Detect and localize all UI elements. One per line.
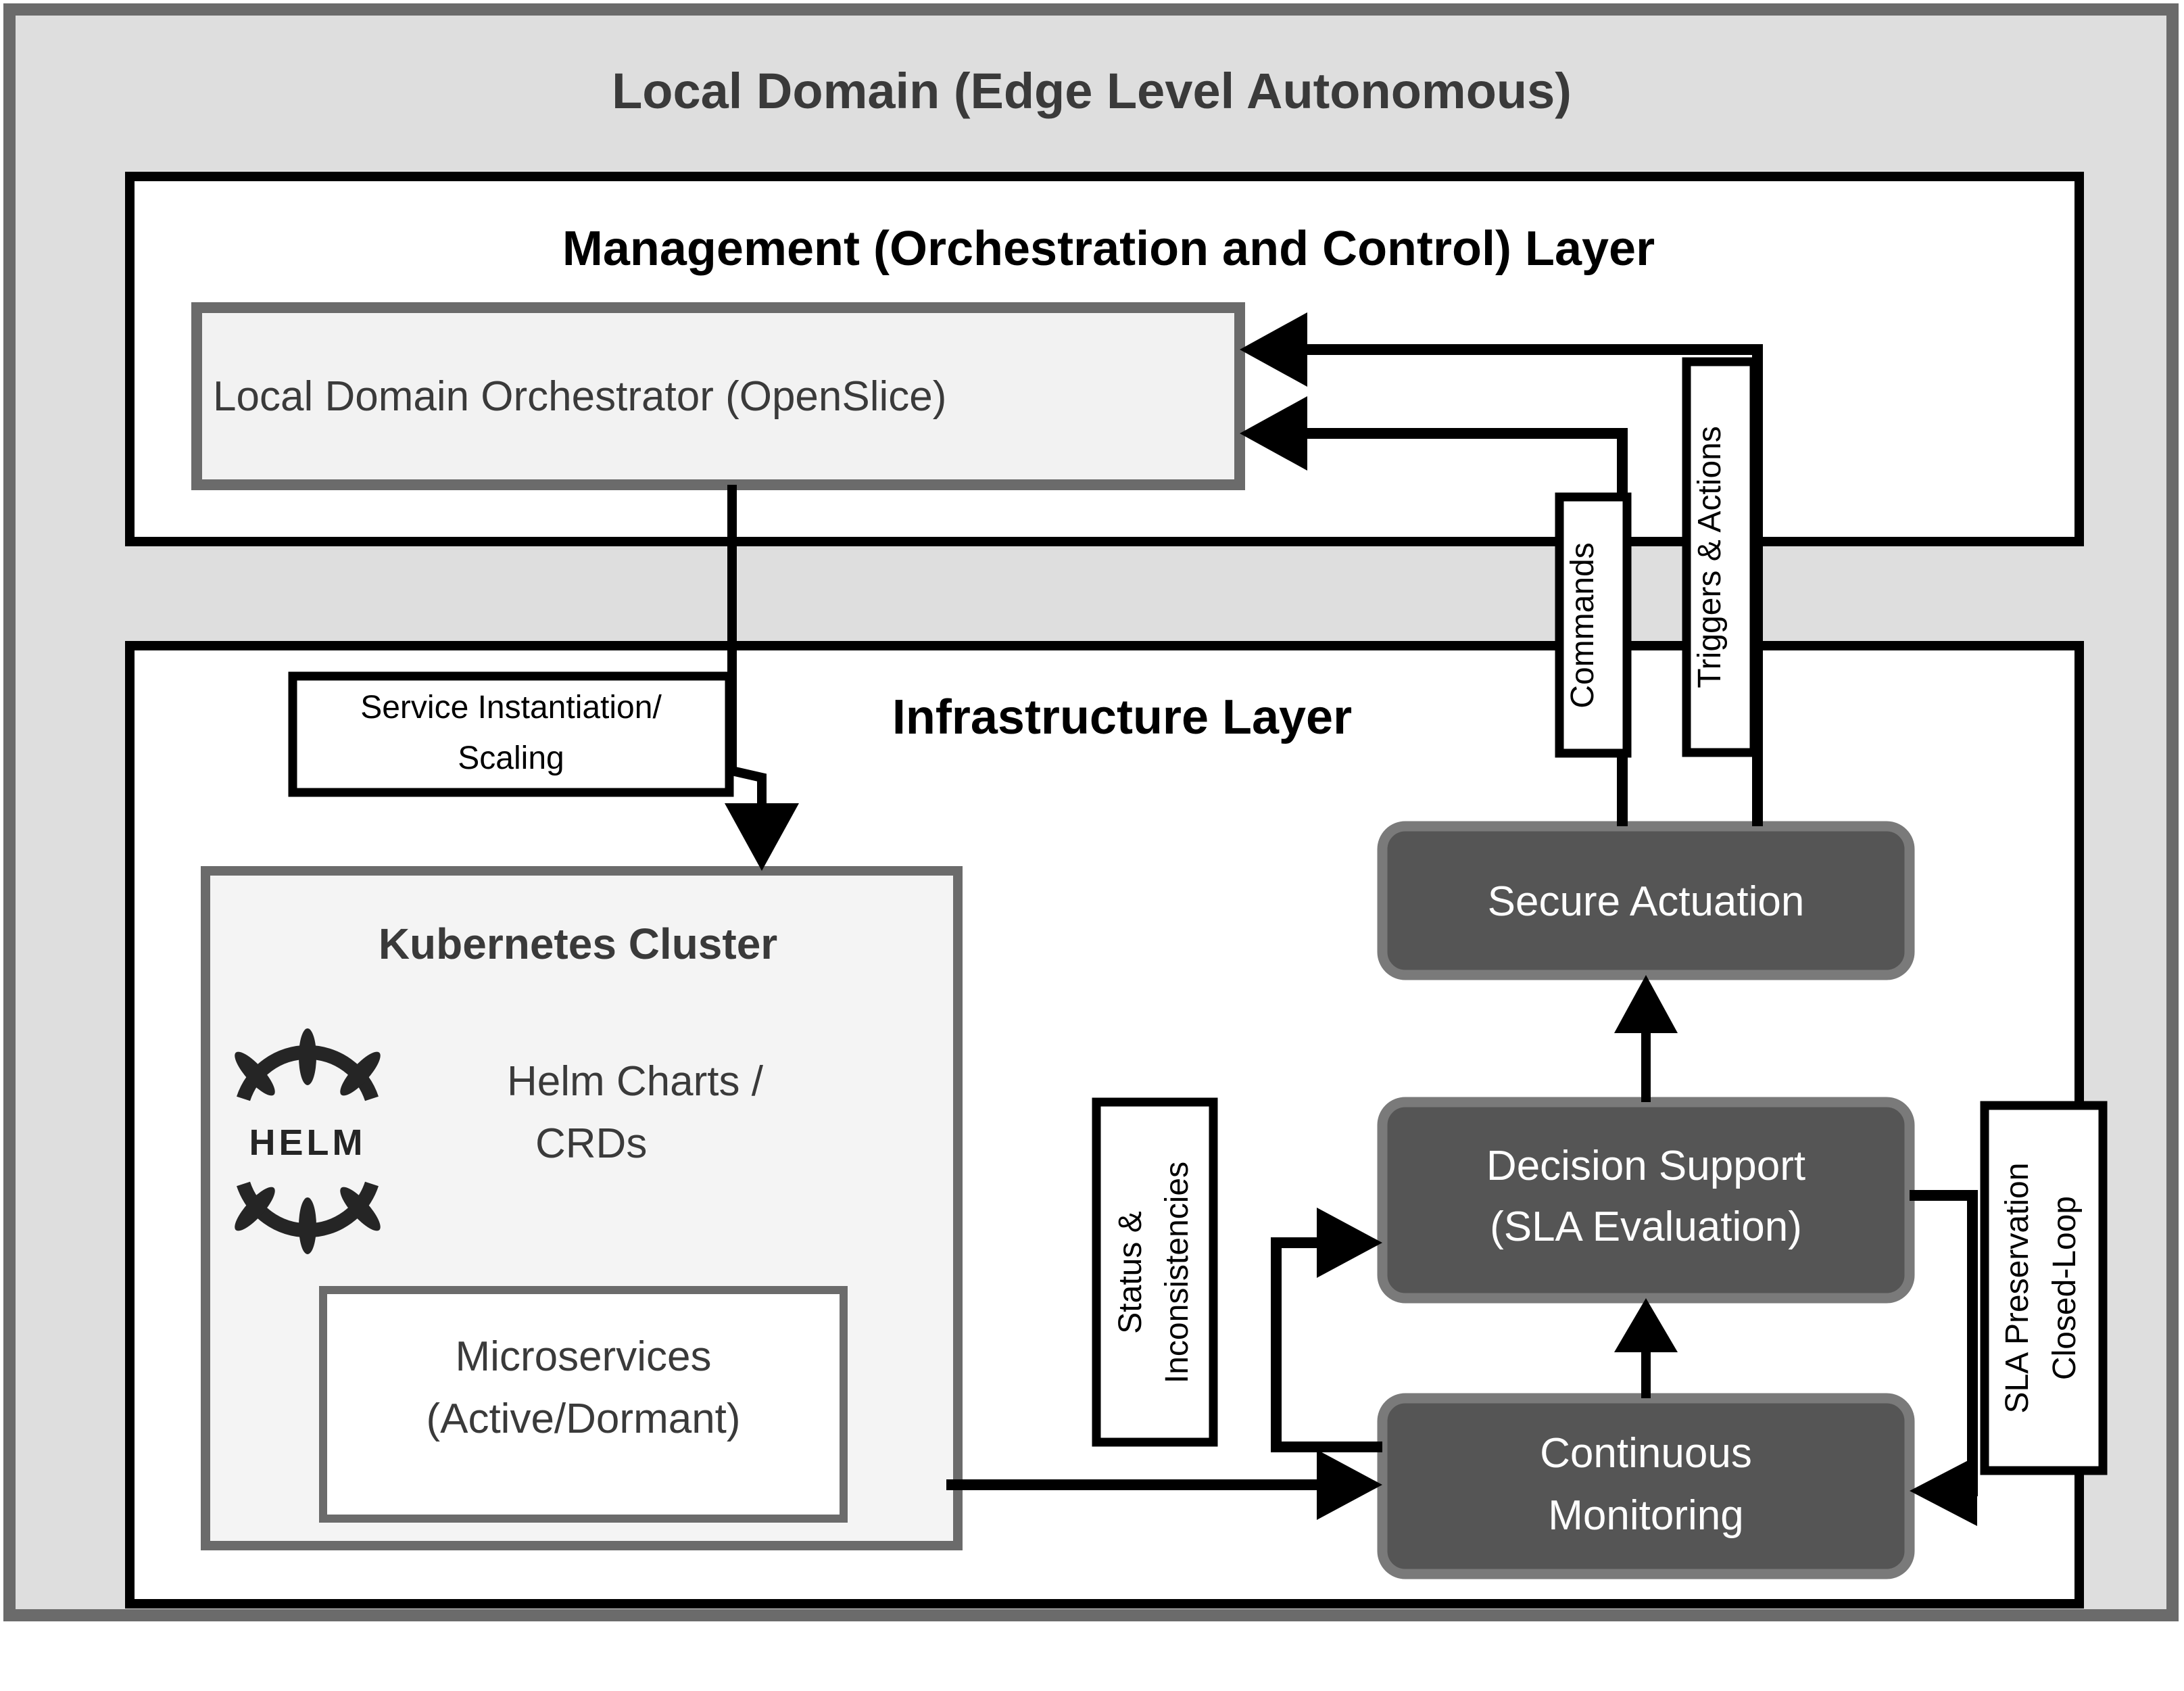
edge-orchestrator-to-cluster-arrowhead bbox=[725, 803, 799, 871]
helm-charts-label-line1: Helm Charts / bbox=[507, 1058, 764, 1105]
node-continuous-monitoring-label-line1: Continuous bbox=[1540, 1430, 1752, 1477]
node-microservices-label-line1: Microservices bbox=[456, 1333, 712, 1380]
node-decision-support-label-line2: (SLA Evaluation) bbox=[1490, 1204, 1802, 1250]
edge-label-status-line2: Inconsistencies bbox=[1159, 1162, 1195, 1383]
node-decision-support[interactable] bbox=[1377, 1097, 1915, 1304]
edge-label-commands-box bbox=[1555, 492, 1632, 758]
edge-label-triggers-actions-box bbox=[1682, 357, 1759, 757]
edge-monitoring-to-decision-arrowhead bbox=[1614, 1298, 1678, 1352]
edge-status-inconsistencies-arrowhead bbox=[1317, 1208, 1382, 1278]
edge-label-service-instantiation-line1: Service Instantiation/ bbox=[360, 690, 662, 725]
edge-label-service-instantiation-box bbox=[288, 671, 734, 797]
node-local-domain-orchestrator-label: Local Domain Orchestrator (OpenSlice) bbox=[213, 373, 946, 420]
edge-label-status-line1: Status & bbox=[1113, 1211, 1148, 1333]
local-domain-title: Local Domain (Edge Level Autonomous) bbox=[612, 63, 1572, 119]
management-layer-title: Management (Orchestration and Control) L… bbox=[562, 222, 1655, 276]
node-microservices-label-line2: (Active/Dormant) bbox=[426, 1396, 740, 1442]
edge-label-status-box bbox=[1092, 1097, 1218, 1447]
node-local-domain-orchestrator[interactable] bbox=[191, 302, 1245, 490]
helm-icon-wordmark: HELM bbox=[249, 1122, 366, 1163]
helm-charts-label-line2: CRDs bbox=[535, 1120, 647, 1167]
edge-decision-to-actuation-arrowhead bbox=[1614, 975, 1678, 1033]
edge-label-triggers-actions: Triggers & Actions bbox=[1692, 426, 1728, 688]
edge-label-commands: Commands bbox=[1565, 542, 1601, 708]
edge-label-sla-loop-box bbox=[1980, 1101, 2108, 1475]
node-microservices[interactable] bbox=[319, 1286, 848, 1523]
infrastructure-layer-title: Infrastructure Layer bbox=[892, 690, 1352, 744]
edge-microservices-to-monitoring-arrowhead bbox=[1317, 1450, 1382, 1520]
node-secure-actuation-label: Secure Actuation bbox=[1488, 878, 1805, 925]
edge-label-sla-loop-line1: SLA Preservation bbox=[1999, 1163, 2035, 1414]
node-continuous-monitoring-label-line2: Monitoring bbox=[1548, 1492, 1743, 1539]
edge-sla-closed-loop-arrowhead bbox=[1910, 1456, 1977, 1526]
node-kubernetes-cluster-label: Kubernetes Cluster bbox=[379, 920, 777, 968]
edge-label-service-instantiation-line2: Scaling bbox=[458, 740, 564, 776]
helm-icon: HELM bbox=[235, 1028, 381, 1254]
node-decision-support-label-line1: Decision Support bbox=[1486, 1143, 1805, 1189]
node-continuous-monitoring[interactable] bbox=[1377, 1393, 1915, 1579]
edge-commands-arrowhead bbox=[1240, 396, 1307, 471]
edge-label-sla-loop-line2: Closed-Loop bbox=[2047, 1196, 2083, 1380]
edge-status-inconsistencies bbox=[1271, 1237, 1382, 1452]
edge-triggers-actions-arrowhead bbox=[1240, 312, 1307, 387]
